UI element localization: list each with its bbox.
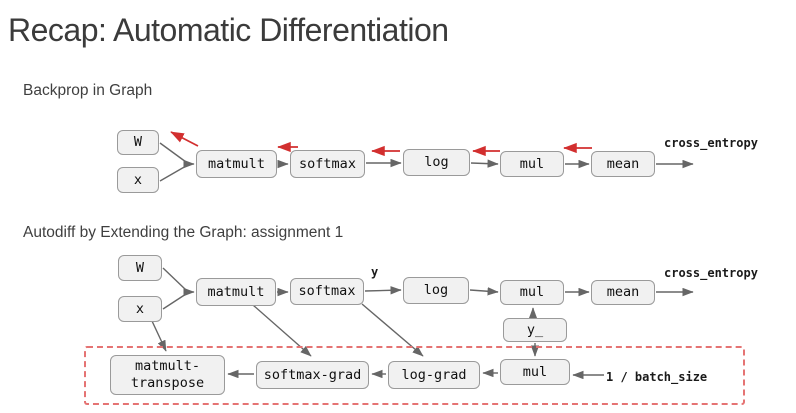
g2-node-log: log	[403, 277, 469, 304]
g1-node-mul: mul	[500, 151, 564, 177]
g2-node-w: W	[118, 255, 162, 281]
page-title: Recap: Automatic Differentiation	[8, 12, 449, 48]
g2-node-mul: mul	[500, 280, 564, 305]
g1-backward-arrow-matmult-w	[170, 131, 199, 147]
g2-node-matmult-transpose: matmult-transpose	[110, 355, 225, 395]
g2-batch-size-label: 1 / batch_size	[606, 370, 708, 384]
g2-output-label: cross_entropy	[664, 266, 758, 280]
g2-node-log-grad: log-grad	[388, 361, 480, 389]
g2-node-mean: mean	[591, 280, 655, 305]
g1-edge-x-matmult	[159, 165, 187, 182]
g2-node-softmax-grad: softmax-grad	[256, 361, 369, 389]
g1-edge-w-matmult	[159, 142, 187, 163]
g1-output-label: cross_entropy	[664, 136, 758, 150]
g2-edge-w-matmult	[162, 267, 187, 291]
section-heading-backprop: Backprop in Graph	[23, 82, 153, 99]
g2-node-y-bar: y_	[503, 318, 567, 342]
g1-node-matmult: matmult	[196, 150, 277, 178]
g2-node-x: x	[118, 296, 162, 322]
g2-node-matmult: matmult	[196, 278, 276, 306]
g2-edge-label-y: y	[371, 265, 379, 279]
g1-node-log: log	[403, 149, 470, 176]
g2-edge-softmax-log	[364, 286, 402, 295]
gradient-region-dashed-box	[84, 346, 745, 405]
g2-node-softmax: softmax	[290, 278, 364, 305]
g2-edge-log-mul	[469, 287, 499, 296]
g1-edge-log-mul	[470, 159, 499, 168]
g1-node-mean: mean	[591, 151, 655, 177]
section-heading-autodiff: Autodiff by Extending the Graph: assignm…	[23, 224, 344, 241]
g1-node-softmax: softmax	[290, 150, 365, 178]
g2-node-mul-grad: mul	[500, 359, 570, 385]
g1-node-x: x	[117, 167, 159, 193]
g2-edge-x-matmult	[162, 293, 187, 310]
g1-node-w: W	[117, 130, 159, 155]
